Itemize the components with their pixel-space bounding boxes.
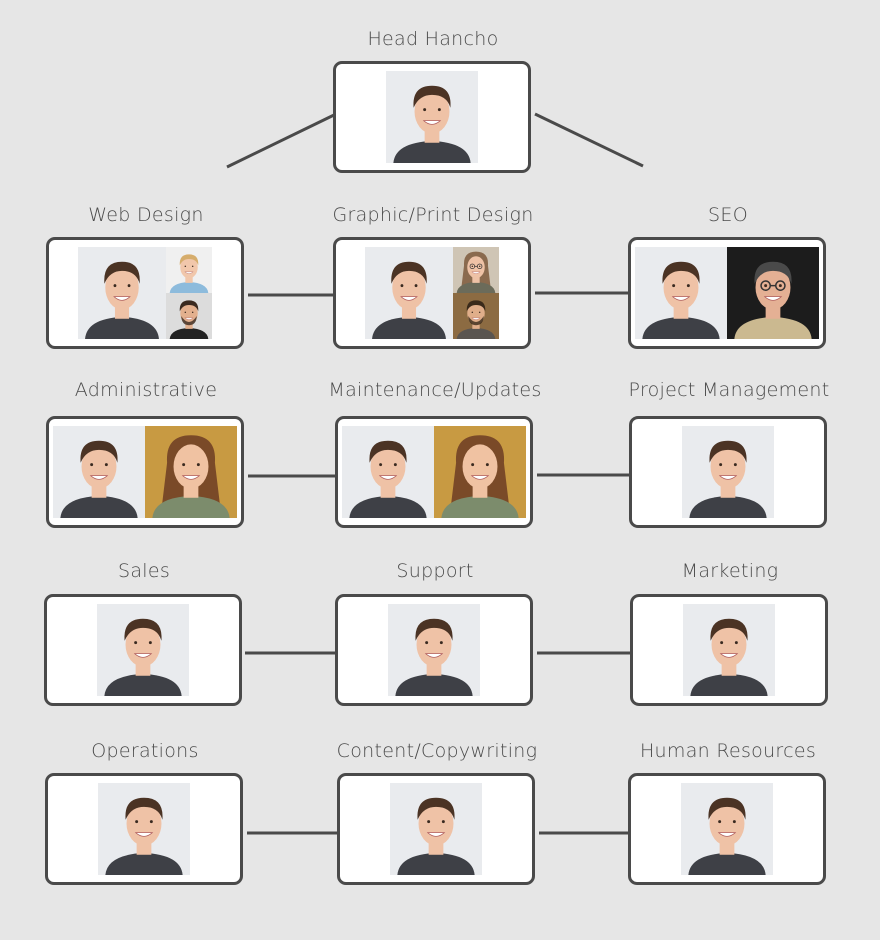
project-management-card[interactable] xyxy=(629,416,827,528)
photo-group xyxy=(683,604,775,696)
photo-group xyxy=(390,783,482,875)
main-photo xyxy=(681,783,773,875)
support-title: Support xyxy=(396,560,474,582)
photo-group xyxy=(388,604,480,696)
main-photo xyxy=(386,71,478,163)
head-hancho-title: Head Hancho xyxy=(367,28,499,50)
content-copywriting-title: Content/Copywriting xyxy=(336,740,538,762)
main-photo xyxy=(342,426,434,518)
support-card[interactable] xyxy=(335,594,533,706)
photo-group xyxy=(53,426,237,518)
main-photo xyxy=(388,604,480,696)
blonde-woman-photo xyxy=(145,426,237,518)
head-hancho-card[interactable] xyxy=(333,61,531,173)
seo-card[interactable] xyxy=(628,237,826,349)
administrative-card[interactable] xyxy=(46,416,244,528)
main-photo xyxy=(78,247,166,339)
main-photo xyxy=(53,426,145,518)
photo-group xyxy=(635,247,819,339)
sales-card[interactable] xyxy=(44,594,242,706)
main-photo xyxy=(365,247,453,339)
blonde-woman-photo xyxy=(434,426,526,518)
human-resources-title: Human Resources xyxy=(639,740,817,762)
web-design-card[interactable] xyxy=(46,237,244,349)
sales-title: Sales xyxy=(117,560,171,582)
glasses-woman-photo xyxy=(453,247,499,293)
photo-group xyxy=(386,71,478,163)
marketing-card[interactable] xyxy=(630,594,828,706)
main-photo xyxy=(635,247,727,339)
operations-card[interactable] xyxy=(45,773,243,885)
main-photo xyxy=(98,783,190,875)
graphic-print-design-title: Graphic/Print Design xyxy=(332,204,534,226)
photo-group xyxy=(97,604,189,696)
graphic-print-design-card[interactable] xyxy=(333,237,531,349)
content-copywriting-card[interactable] xyxy=(337,773,535,885)
connector-head-left xyxy=(226,113,335,169)
maintenance-updates-title: Maintenance/Updates xyxy=(328,379,542,401)
photo-group xyxy=(98,783,190,875)
blond-man-photo xyxy=(166,247,212,293)
young-man-photo xyxy=(453,293,499,339)
photo-group xyxy=(78,247,212,339)
main-photo xyxy=(683,604,775,696)
older-man-photo xyxy=(727,247,819,339)
connector-head-right xyxy=(534,112,644,168)
main-photo xyxy=(682,426,774,518)
seo-title: SEO xyxy=(708,204,748,226)
human-resources-card[interactable] xyxy=(628,773,826,885)
project-management-title: Project Management xyxy=(628,379,830,401)
operations-title: Operations xyxy=(91,740,199,762)
marketing-title: Marketing xyxy=(681,560,779,582)
main-photo xyxy=(390,783,482,875)
photo-group xyxy=(681,783,773,875)
administrative-title: Administrative xyxy=(74,379,218,401)
photo-group xyxy=(682,426,774,518)
bearded-man-photo xyxy=(166,293,212,339)
maintenance-updates-card[interactable] xyxy=(335,416,533,528)
photo-group xyxy=(342,426,526,518)
main-photo xyxy=(97,604,189,696)
web-design-title: Web Design xyxy=(88,204,204,226)
photo-group xyxy=(365,247,499,339)
